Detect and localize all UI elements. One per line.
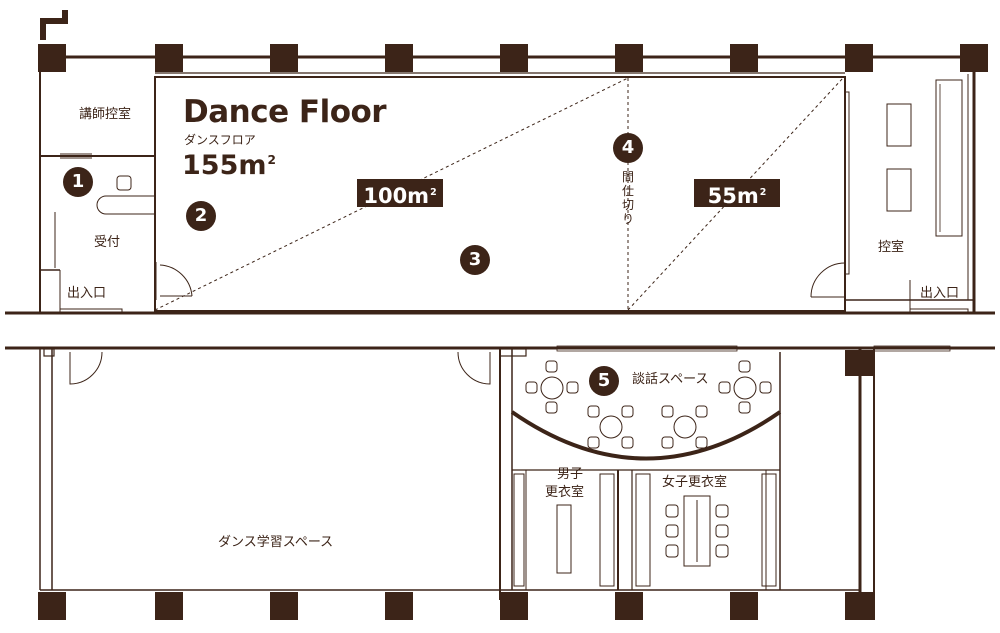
columns bbox=[38, 44, 988, 620]
study-space-label: ダンス学習スペース bbox=[218, 535, 334, 550]
dance-floor-title: Dance Floor bbox=[183, 94, 387, 130]
lounge-curve bbox=[510, 410, 782, 461]
marker-4: 4 bbox=[613, 133, 643, 163]
partition-label: 間仕切り bbox=[621, 170, 634, 226]
marker-1: 1 bbox=[63, 167, 93, 197]
area-55-tag: 55m2 bbox=[694, 179, 780, 208]
instructor-room-label: 講師控室 bbox=[79, 107, 132, 122]
lounge-label: 談話スペース bbox=[632, 372, 709, 387]
chair-top bbox=[886, 103, 912, 147]
chair-bottom bbox=[886, 168, 912, 212]
waiting-sofa bbox=[935, 79, 963, 237]
exit-left-label: 出入口 bbox=[67, 286, 107, 301]
mens-locker-label-line1: 男子 bbox=[557, 467, 584, 482]
womens-locker-label: 女子更衣室 bbox=[662, 475, 728, 490]
area-100-tag: 100m2 bbox=[357, 179, 443, 208]
waiting-room-label: 控室 bbox=[878, 240, 905, 255]
dance-floor-subtitle: ダンスフロア bbox=[184, 133, 256, 147]
reception-counter bbox=[96, 195, 155, 215]
marker-5: 5 bbox=[589, 366, 619, 396]
exit-right-label: 出入口 bbox=[920, 286, 960, 301]
marker-3: 3 bbox=[460, 245, 490, 275]
marker-2: 2 bbox=[186, 201, 216, 231]
diagonal-left bbox=[154, 77, 629, 311]
lounge-table-center-left bbox=[587, 405, 634, 449]
reception-fixture bbox=[116, 175, 132, 191]
lounge-table-right-top bbox=[718, 360, 772, 414]
lounge-table-left-top bbox=[525, 360, 579, 414]
lounge-table-center-right bbox=[661, 405, 708, 449]
reception-label: 受付 bbox=[94, 235, 121, 250]
mens-locker-label-line2: 更衣室 bbox=[545, 485, 585, 500]
main-area-label: 155m2 bbox=[182, 150, 276, 181]
